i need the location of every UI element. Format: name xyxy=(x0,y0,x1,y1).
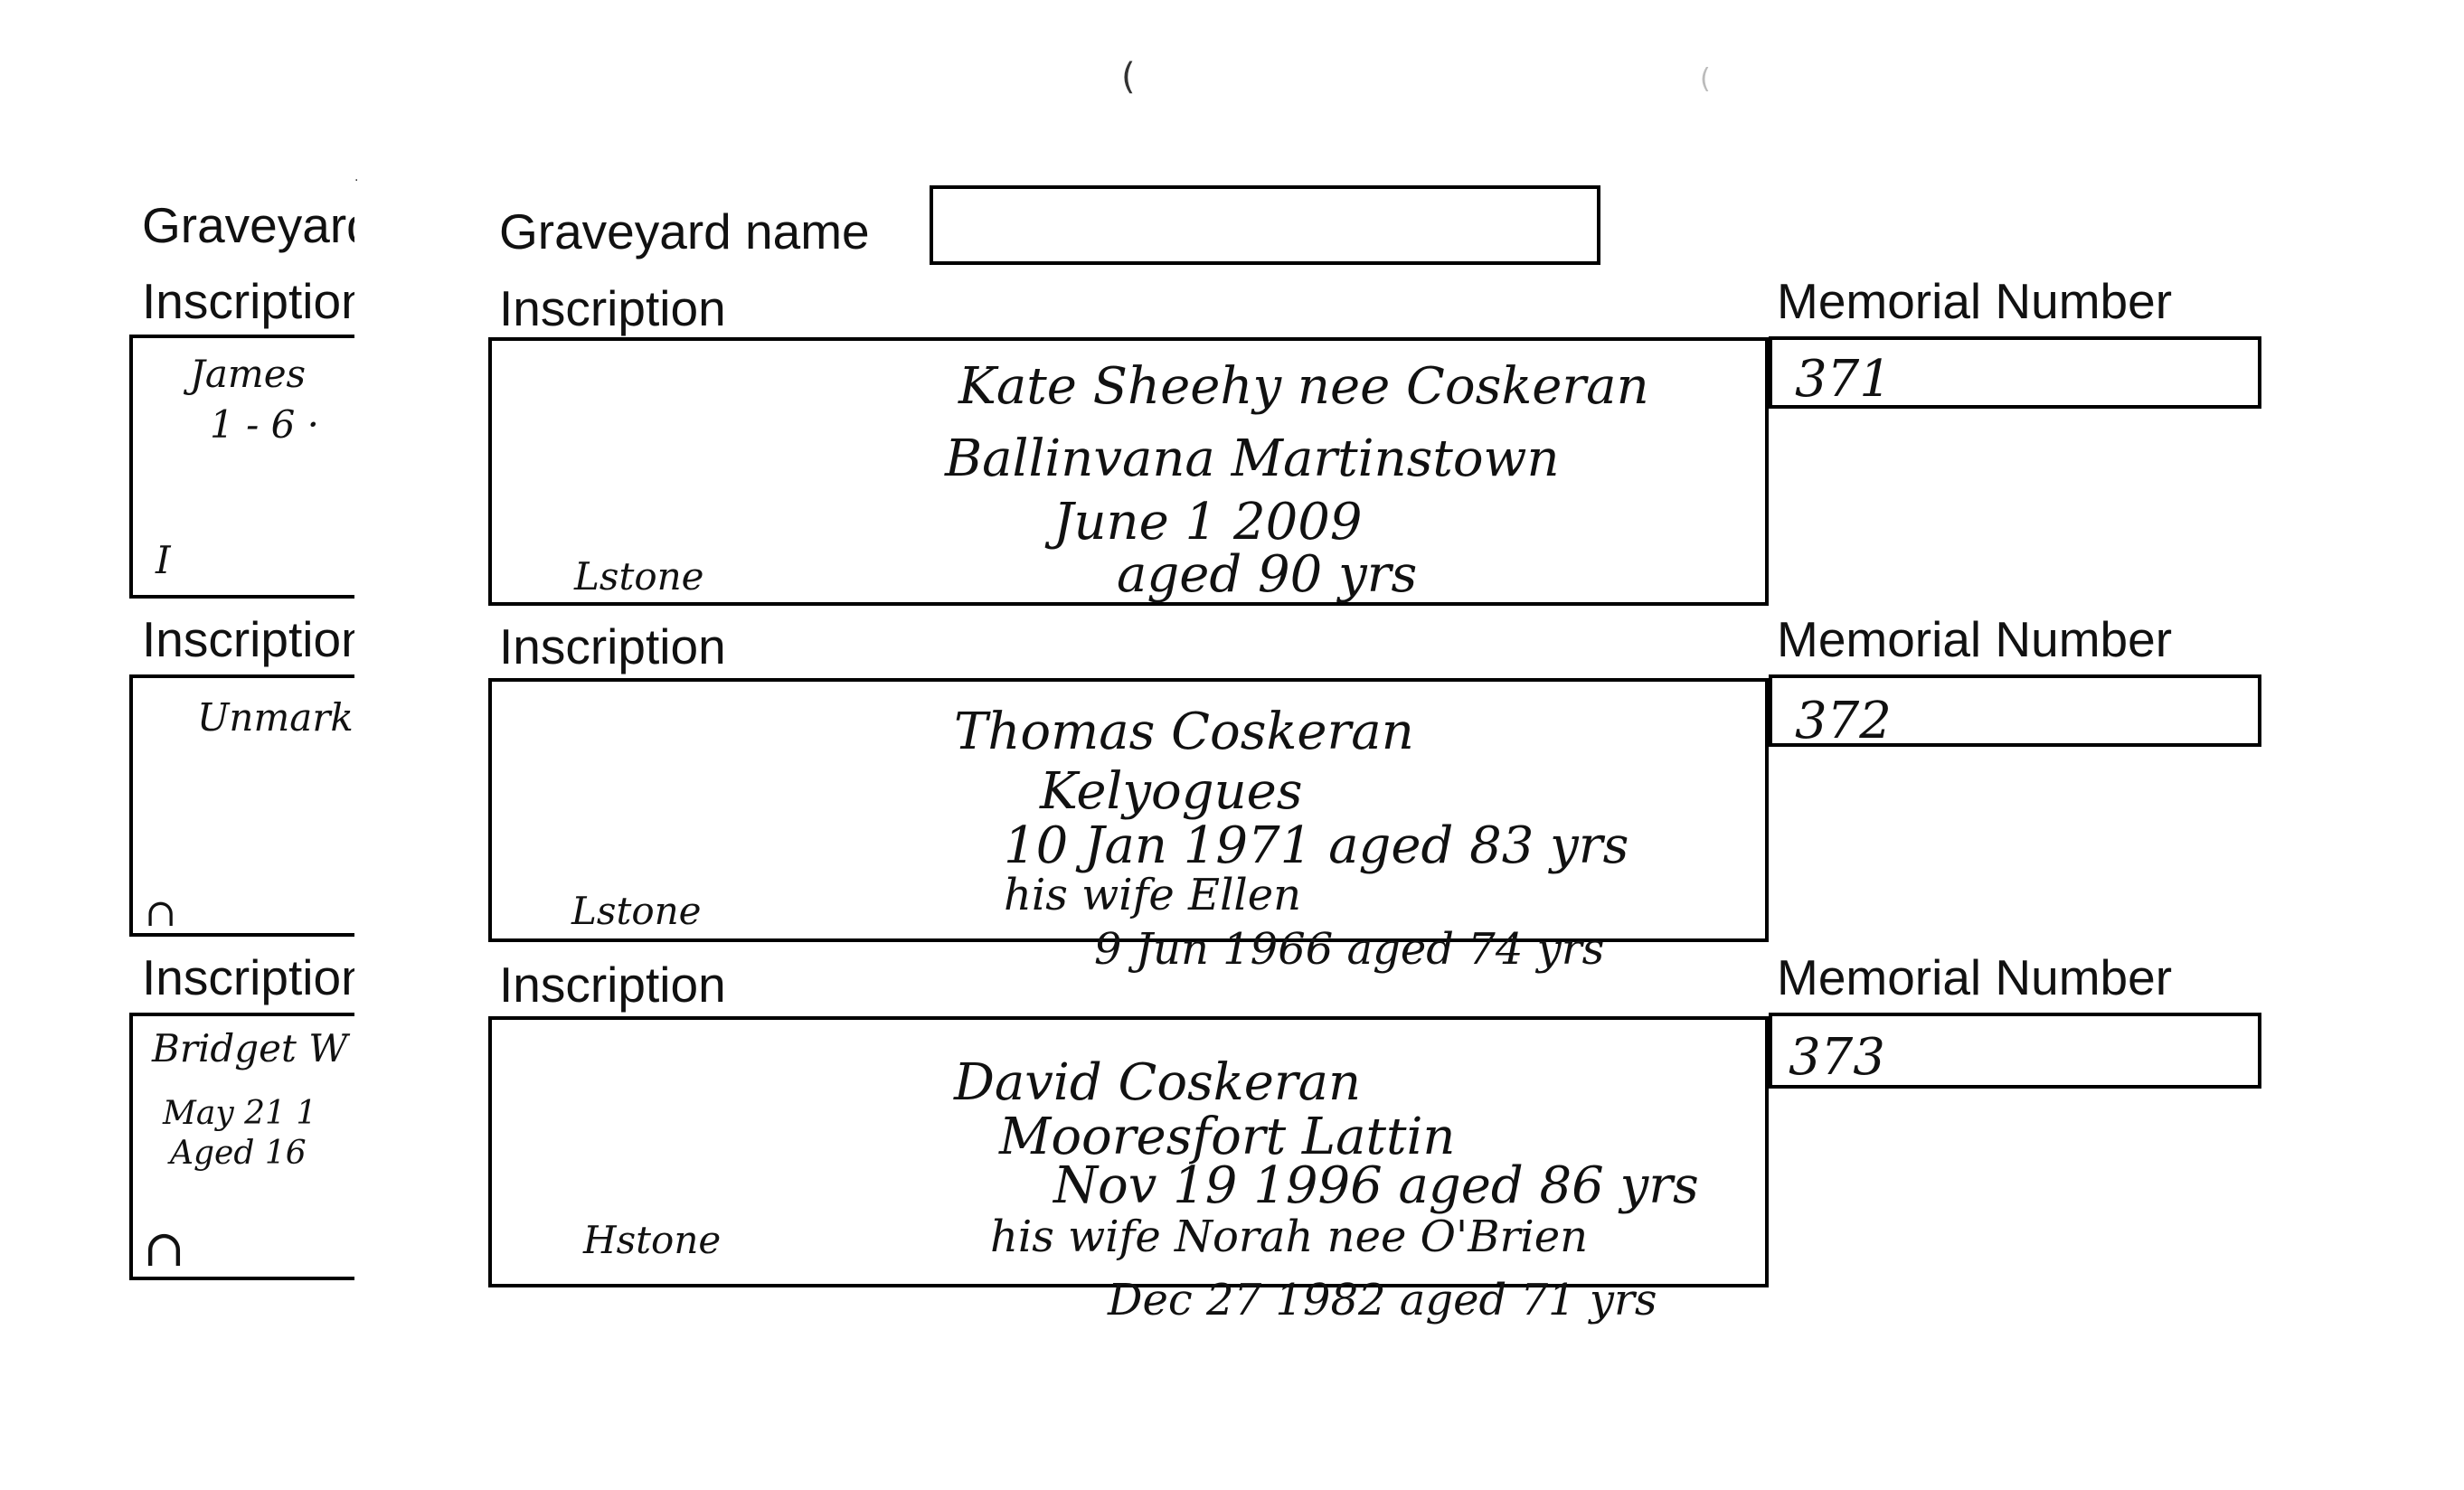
graveyard-name-field[interactable] xyxy=(930,185,1600,265)
inscription-line: Kelyogues xyxy=(1040,762,1303,821)
inscription-box-3[interactable] xyxy=(488,1016,1769,1287)
inscription-label-2: Inscription xyxy=(499,618,726,674)
left-marker: ∩ xyxy=(145,891,177,935)
inscription-label-1: Inscription xyxy=(499,280,726,336)
graveyard-name-label: Graveyard name xyxy=(499,203,870,259)
inscription-label-3: Inscription xyxy=(499,957,726,1013)
inscription-line: his wife Ellen xyxy=(1004,870,1302,920)
inscription-box-1[interactable] xyxy=(488,337,1769,606)
left-inscription-label-2: Inscription xyxy=(142,611,354,667)
memorial-number-label-3: Memorial Number xyxy=(1777,949,2173,1005)
left-handwriting-line: Aged 16 xyxy=(170,1135,307,1172)
scan-mark: ( xyxy=(1700,63,1711,95)
memorial-number-value-1: 371 xyxy=(1795,350,1892,409)
inscription-line: his wife Norah nee O'Brien xyxy=(990,1212,1589,1262)
inscription-line: June 1 2009 xyxy=(1053,493,1363,552)
left-handwriting-line: James xyxy=(190,352,307,396)
left-inscription-box-3 xyxy=(129,1013,354,1280)
scan-mark: ( xyxy=(1121,56,1136,98)
memorial-number-field-1[interactable] xyxy=(1769,336,2261,409)
inscription-line: David Coskeran xyxy=(954,1053,1362,1112)
inscription-line: Nov 19 1996 aged 86 yrs xyxy=(1053,1156,1699,1215)
inscription-line: Ballinvana Martinstown xyxy=(945,429,1560,488)
left-handwriting-line: Unmarked xyxy=(197,695,354,740)
left-form-strip: Graveyard name Inscription James 1 - 6 ·… xyxy=(0,0,354,1490)
stone-type-1: Lstone xyxy=(574,554,704,599)
inscription-line: Mooresfort Lattin xyxy=(999,1108,1456,1166)
stone-type-2: Lstone xyxy=(571,889,702,933)
memorial-number-value-2: 372 xyxy=(1795,692,1892,750)
memorial-number-field-3[interactable] xyxy=(1769,1013,2261,1089)
inscription-line: Kate Sheehy nee Coskeran xyxy=(958,357,1649,416)
left-marker: I xyxy=(156,538,171,582)
left-inscription-label-3: Inscription xyxy=(142,949,354,1005)
stone-type-3: Hstone xyxy=(583,1218,722,1262)
inscription-line: 10 Jan 1971 aged 83 yrs xyxy=(1004,816,1629,875)
inscription-line: Dec 27 1982 aged 71 yrs xyxy=(1108,1275,1657,1325)
left-graveyard-label: Graveyard name xyxy=(142,197,354,253)
inscription-line: aged 90 yrs xyxy=(1117,545,1418,604)
memorial-number-label-1: Memorial Number xyxy=(1777,273,2173,329)
left-handwriting-line: May 21 1 xyxy=(163,1095,317,1132)
left-handwriting-line: Bridget W xyxy=(152,1026,348,1070)
inscription-box-2[interactable] xyxy=(488,678,1769,942)
memorial-number-label-2: Memorial Number xyxy=(1777,611,2173,667)
left-marker: ∩ xyxy=(143,1220,185,1278)
left-inscription-label-1: Inscription xyxy=(142,273,354,329)
inscription-line: 9 Jun 1966 aged 74 yrs xyxy=(1094,924,1605,975)
left-inscription-box-2 xyxy=(129,674,354,937)
scan-mark: · xyxy=(354,174,359,188)
memorial-number-value-3: 373 xyxy=(1789,1028,1885,1087)
left-handwriting-line: 1 - 6 · xyxy=(210,402,320,447)
memorial-number-field-2[interactable] xyxy=(1769,674,2261,747)
left-inscription-box-1 xyxy=(129,335,354,599)
inscription-line: Thomas Coskeran xyxy=(954,703,1414,761)
